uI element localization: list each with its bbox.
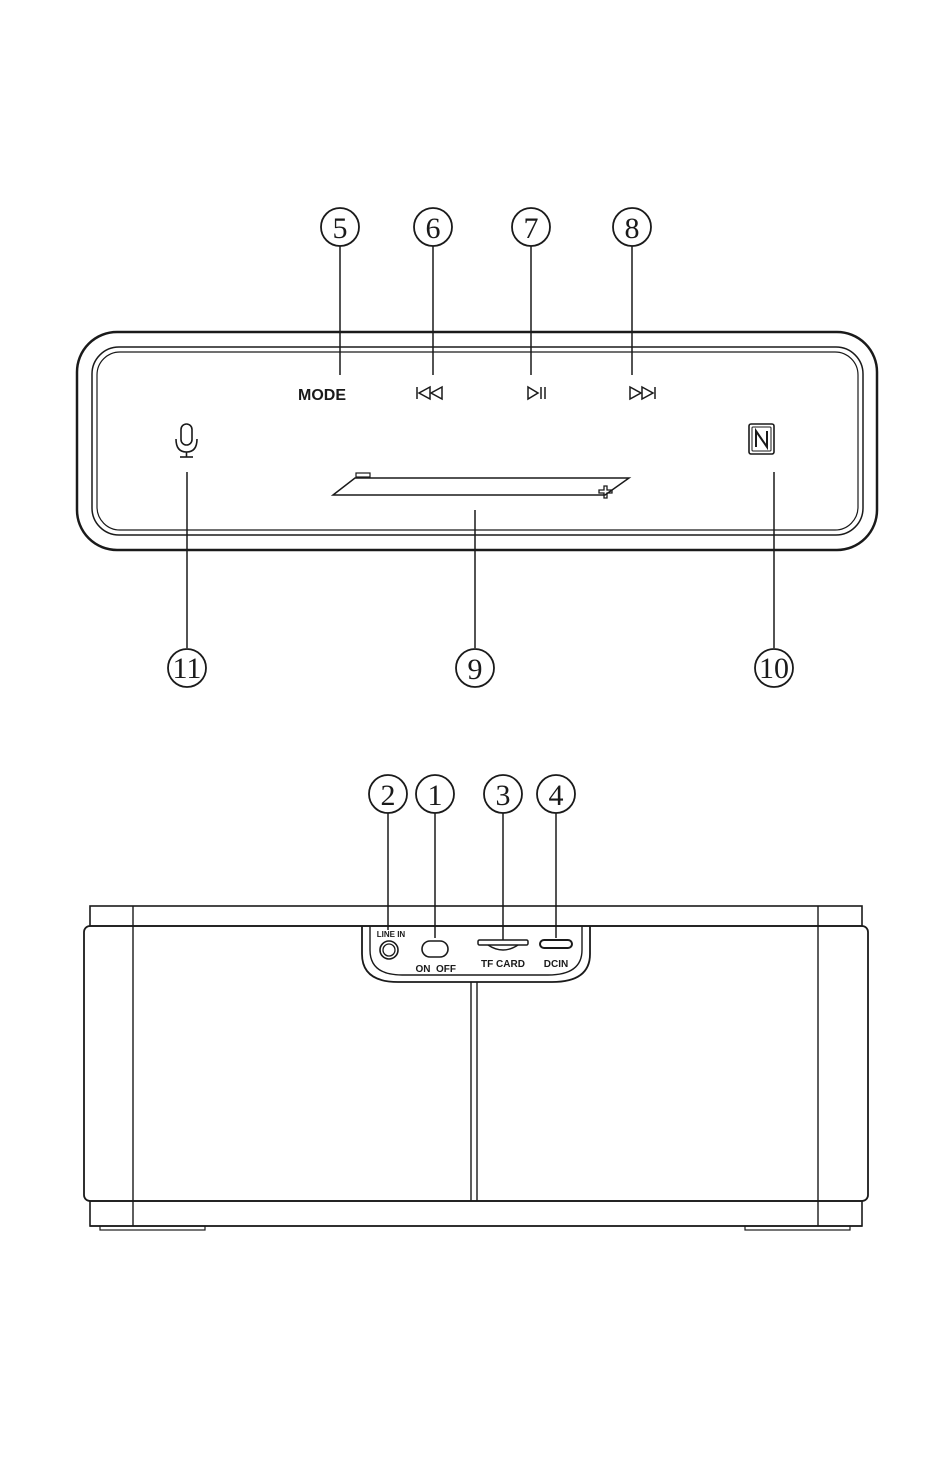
right-foot	[745, 1226, 850, 1230]
left-foot	[100, 1226, 205, 1230]
dc-in-port	[540, 940, 572, 948]
svg-text:8: 8	[625, 212, 640, 245]
callout-2: 2	[369, 775, 407, 813]
tf-card-label: TF CARD	[481, 959, 525, 970]
microphone-icon	[176, 424, 197, 457]
off-label: OFF	[436, 964, 456, 975]
volume-minus-icon	[356, 473, 370, 477]
callout-4: 4	[537, 775, 575, 813]
callout-1: 1	[416, 775, 454, 813]
callout-11: 11	[168, 649, 206, 687]
svg-text:1: 1	[428, 779, 443, 812]
rear-bottom-cap	[90, 1201, 862, 1226]
volume-slider	[333, 473, 629, 498]
rear-view: 2 1 3 4	[84, 775, 868, 1230]
on-label: ON	[416, 964, 431, 975]
top-panel-inner	[97, 352, 858, 530]
dc-in-label: DCIN	[544, 959, 568, 970]
previous-track-icon	[417, 387, 442, 399]
callout-3: 3	[484, 775, 522, 813]
callout-10: 10	[755, 649, 793, 687]
svg-text:5: 5	[333, 212, 348, 245]
top-panel-middle	[92, 347, 863, 535]
callout-7: 7	[512, 208, 550, 246]
callout-8: 8	[613, 208, 651, 246]
line-in-label: LINE IN	[377, 930, 406, 939]
next-track-icon	[630, 387, 655, 399]
svg-text:4: 4	[549, 779, 564, 812]
power-switch	[422, 941, 448, 957]
callout-6: 6	[414, 208, 452, 246]
mode-button: MODE	[298, 387, 346, 404]
svg-text:7: 7	[524, 212, 539, 245]
svg-text:3: 3	[496, 779, 511, 812]
svg-text:6: 6	[426, 212, 441, 245]
callout-5: 5	[321, 208, 359, 246]
tf-card-slot	[478, 940, 528, 950]
rear-body	[84, 926, 868, 1201]
svg-text:10: 10	[759, 652, 789, 685]
svg-text:9: 9	[468, 653, 483, 686]
svg-text:2: 2	[381, 779, 396, 812]
top-view: 5 6 7 8 MODE	[77, 208, 877, 687]
play-pause-icon	[528, 387, 545, 399]
svg-text:11: 11	[173, 652, 202, 685]
nfc-icon	[749, 424, 774, 454]
callout-9: 9	[456, 649, 494, 687]
rear-top-cap	[90, 906, 862, 926]
